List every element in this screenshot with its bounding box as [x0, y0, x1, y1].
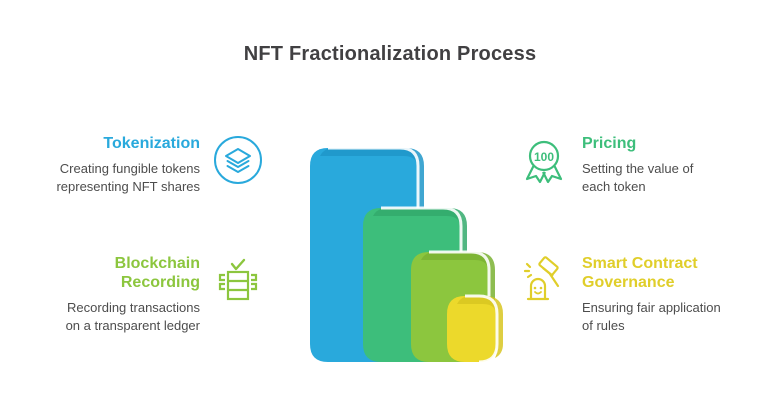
item-smart-contract-governance-heading: Smart Contract Governance	[582, 255, 698, 291]
item-blockchain-recording-description: Recording transactions on a transparent …	[65, 300, 200, 333]
item-blockchain-recording[interactable]: Blockchain Recording Recording transacti…	[22, 254, 264, 335]
item-pricing[interactable]: 100 Pricing Setting the value of each to…	[518, 134, 772, 196]
item-blockchain-recording-heading: Blockchain Recording	[114, 255, 200, 291]
medal-badge-100-icon: 100	[518, 134, 570, 186]
item-smart-contract-governance-text: Smart Contract Governance Ensuring fair …	[582, 254, 777, 335]
item-tokenization[interactable]: Tokenization Creating fungible tokens re…	[22, 134, 264, 196]
center-graphic	[285, 128, 505, 368]
item-tokenization-text: Tokenization Creating fungible tokens re…	[22, 134, 200, 196]
item-tokenization-heading: Tokenization	[103, 135, 200, 152]
item-pricing-heading: Pricing	[582, 135, 637, 152]
item-smart-contract-governance-description: Ensuring fair application of rules	[582, 300, 721, 333]
page-title: NFT Fractionalization Process	[243, 43, 537, 65]
ledger-server-check-icon	[212, 254, 264, 306]
item-pricing-text: Pricing Setting the value of each token	[582, 134, 772, 196]
badge-value: 100	[534, 150, 554, 164]
item-tokenization-description: Creating fungible tokens representing NF…	[56, 161, 200, 194]
gavel-smiley-icon	[518, 254, 570, 306]
graphic-layer-4	[447, 294, 503, 364]
item-blockchain-recording-text: Blockchain Recording Recording transacti…	[22, 254, 200, 335]
item-smart-contract-governance[interactable]: Smart Contract Governance Ensuring fair …	[518, 254, 777, 335]
layers-icon	[212, 134, 264, 186]
item-pricing-description: Setting the value of each token	[582, 161, 694, 194]
